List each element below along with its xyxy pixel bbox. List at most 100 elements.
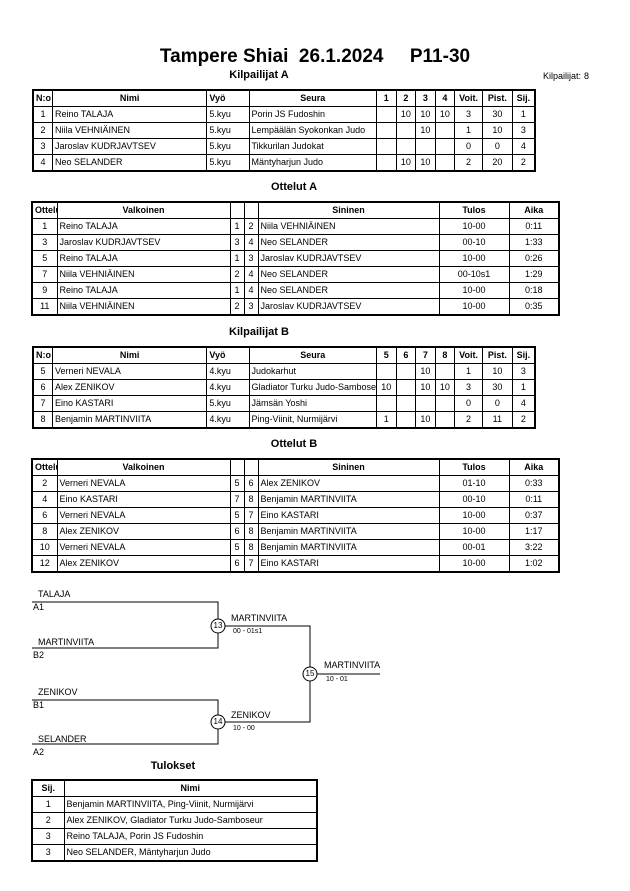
table-cell: 01-10 [438, 475, 510, 492]
table-cell: 1:33 [508, 234, 560, 251]
table-cell: 3 [511, 122, 536, 139]
table-cell: Jaroslav KUDRJAVTSEV [56, 234, 231, 251]
table-cell: 6 [229, 523, 245, 540]
table-cell: Alex ZENIKOV [56, 523, 231, 540]
bracket-semi1-top-seed: A1 [33, 602, 45, 612]
table-cell: 0:37 [508, 507, 560, 524]
bracket-semi2-bottom-seed: A2 [33, 747, 45, 757]
column-header: 5 [376, 346, 397, 364]
column-header: Nimi [52, 346, 208, 364]
table-cell: 8 [243, 539, 259, 556]
bracket-lines [32, 601, 380, 745]
table-cell: 10 [415, 154, 436, 172]
column-header: 6 [395, 346, 417, 364]
table-cell: 3 [229, 234, 245, 251]
table-cell: Ping-Viinit, Nurmijärvi [248, 411, 378, 429]
table-cell: 1:02 [508, 555, 560, 573]
table-cell: Alex ZENIKOV [56, 555, 231, 573]
column-header: Ottelu [31, 201, 58, 219]
table-cell: Niila VEHNIÄINEN [56, 298, 231, 316]
column-header: Tulos [438, 201, 510, 219]
column-header: Aika [508, 201, 560, 219]
table-cell: 0:35 [508, 298, 560, 316]
table-cell: 2 [511, 154, 536, 172]
bracket-semi2-score: 10 - 00 [233, 725, 255, 732]
table-cell: 10-00 [438, 523, 510, 540]
table-cell: Tikkurilan Judokat [248, 138, 378, 155]
table-cell: 5 [31, 250, 58, 267]
column-header: Sininen [257, 458, 440, 476]
table-cell: 4.kyu [206, 411, 250, 429]
table-cell: Neo SELANDER, Mäntyharjun Judo [63, 844, 318, 862]
column-header: Sij. [511, 89, 536, 107]
table-cell: 10-00 [438, 507, 510, 524]
table-cell: 10 [434, 106, 456, 123]
column-header: Voit. [454, 89, 483, 107]
table-cell: 10 [395, 154, 417, 172]
bracket-final-score: 10 - 01 [326, 676, 348, 683]
table-cell: Benjamin MARTINVIITA, Ping-Viinit, Nurmi… [63, 796, 318, 813]
table-cell: Verneri NEVALA [56, 539, 231, 556]
table-cell: Jaroslav KUDRJAVTSEV [257, 250, 440, 267]
table-cell: 10-00 [438, 555, 510, 573]
table-cell: 8 [243, 491, 259, 508]
semi2-to-final [218, 673, 311, 723]
bracket-semi1-winner: MARTINVIITA [231, 613, 288, 623]
table-cell: Alex ZENIKOV [257, 475, 440, 492]
table-cell: 4 [32, 154, 54, 172]
table-cell: Neo SELANDER [52, 154, 208, 172]
results-title: Tulokset [150, 760, 196, 772]
column-header [229, 201, 245, 219]
table-cell: 4.kyu [206, 379, 250, 396]
table-cell: 3 [243, 250, 259, 267]
column-header: Tulos [438, 458, 510, 476]
group-a-title: Kilpailijat A [229, 69, 289, 81]
table-cell [415, 138, 436, 155]
table-cell: Neo SELANDER [257, 266, 440, 283]
table-cell [376, 122, 397, 139]
table-cell: 4 [511, 395, 536, 412]
table-cell: Lempäälän Syokonkan Judo [248, 122, 378, 139]
table-cell: 4 [31, 491, 58, 508]
table-cell: 5.kyu [206, 122, 250, 139]
table-cell: 1 [31, 218, 58, 235]
column-header [243, 201, 259, 219]
table-cell: 2 [31, 475, 58, 492]
table-cell: 10 [415, 363, 436, 380]
table-cell: 5 [229, 475, 245, 492]
table-cell: Niila VEHNIÄINEN [257, 218, 440, 235]
bracket-semi1-score: 00 - 01s1 [233, 628, 263, 635]
table-cell: 1 [229, 218, 245, 235]
column-header: 4 [434, 89, 456, 107]
table-cell: 10-00 [438, 218, 510, 235]
table-cell: 5 [32, 363, 54, 380]
table-cell: 1 [454, 363, 483, 380]
table-cell: 5.kyu [206, 138, 250, 155]
table-cell: Eino KASTARI [257, 555, 440, 573]
matches-b-title: Ottelut B [270, 438, 318, 450]
column-header: N:o [32, 346, 54, 364]
table-cell: 1 [454, 122, 483, 139]
table-cell: 11 [31, 298, 58, 316]
column-header: Valkoinen [56, 458, 231, 476]
table-cell: 9 [31, 282, 58, 299]
table-cell: 7 [229, 491, 245, 508]
table-cell: 10-00 [438, 250, 510, 267]
table-cell: 00-10s1 [438, 266, 510, 283]
table-cell: 0:18 [508, 282, 560, 299]
table-cell: 6 [229, 555, 245, 573]
table-cell: 6 [31, 507, 58, 524]
table-cell [415, 395, 436, 412]
table-cell: 3 [31, 234, 58, 251]
bracket-semi1-top: TALAJA [38, 589, 71, 599]
column-header: 7 [415, 346, 436, 364]
